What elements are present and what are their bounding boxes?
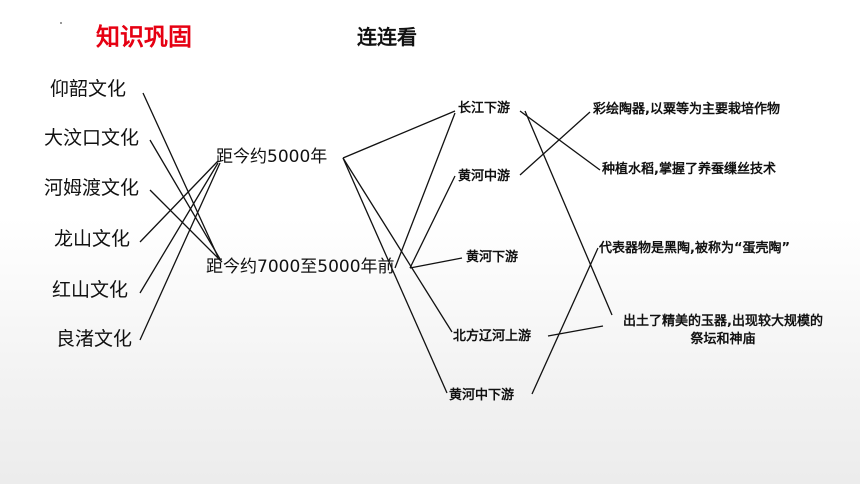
line-longshan-era1 [139, 160, 219, 243]
line-huanghe-zhong-f1 [519, 111, 591, 176]
line-changjiang-f2 [519, 110, 601, 171]
line-era2-huanghe-xia [409, 257, 463, 269]
region-huanghe-xiayou: 黄河下游 [466, 250, 519, 265]
line-changjiang-f4 [524, 110, 613, 316]
line-hongshan-era1 [139, 162, 219, 294]
line-huanghe-zhongxia-f3 [531, 247, 599, 395]
line-yangshao-era2 [142, 92, 219, 258]
line-era1-changjiang [342, 110, 456, 159]
line-liangzhu-era1 [139, 162, 221, 341]
line-dawenkou-era2 [149, 139, 221, 260]
feature-jade-altar-line2: 祭坛和神庙 [690, 331, 756, 347]
culture-longshan: 龙山文化 [54, 228, 131, 250]
culture-yangshao: 仰韶文化 [50, 78, 127, 100]
culture-hemudu: 河姆渡文化 [44, 177, 140, 199]
era-7000-5000: 距今约7000至5000年前 [206, 257, 395, 277]
region-beifang-liaohe: 北方辽河上游 [453, 329, 532, 344]
line-beifang-f4 [547, 325, 604, 337]
culture-dawenkou: 大汶口文化 [44, 127, 140, 149]
feature-jade-altar: 出土了精美的玉器,出现较大规模的 祭坛和神庙 [598, 313, 848, 348]
line-hemudu-era2 [149, 189, 223, 263]
region-huanghe-zhongyou: 黄河中游 [458, 169, 511, 184]
decorative-dot [60, 22, 62, 24]
line-era2-huanghe-zhong [409, 175, 456, 269]
culture-liangzhu: 良渚文化 [56, 328, 133, 350]
line-era1-huanghe-zhongxia [342, 157, 448, 394]
page-title: 知识巩固 [96, 23, 192, 51]
feature-painted-pottery: 彩绘陶器,以粟等为主要栽培作物 [593, 102, 780, 117]
era-5000: 距今约5000年 [216, 147, 328, 167]
feature-jade-altar-line1: 出土了精美的玉器,出现较大规模的 [623, 314, 823, 329]
page-subtitle: 连连看 [357, 25, 417, 49]
culture-hongshan: 红山文化 [52, 279, 129, 301]
line-era1-beifang [342, 157, 453, 333]
region-changjiang-xiayou: 长江下游 [458, 101, 511, 116]
feature-black-pottery: 代表器物是黑陶,被称为“蛋壳陶” [599, 241, 791, 256]
region-huanghe-zhongxiayou: 黄河中下游 [449, 388, 515, 403]
line-era2-changjiang [394, 112, 456, 269]
feature-rice-silk: 种植水稻,掌握了养蚕缫丝技术 [602, 162, 776, 177]
